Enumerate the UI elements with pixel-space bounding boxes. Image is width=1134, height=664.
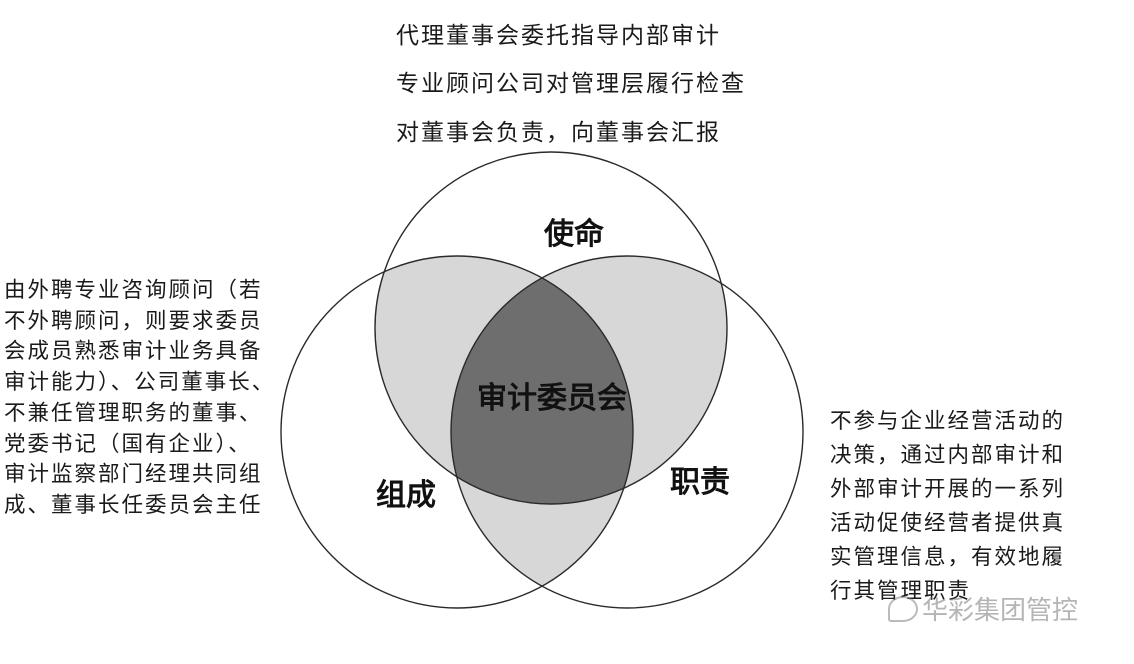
mission-line: 代理董事会委托指导内部审计: [396, 23, 721, 49]
duties-line: 决策，通过内部审计和: [830, 442, 1066, 468]
label-mission: 使命: [543, 217, 605, 252]
duties-description: 不参与企业经营活动的 决策，通过内部审计和 外部审计开展的一系列 活动促使经营者…: [830, 405, 1065, 609]
overlap-center: [451, 256, 633, 504]
composition-line: 党委书记（国有企业）、: [4, 431, 252, 457]
duties-line: 不参与企业经营活动的: [830, 409, 1066, 434]
label-duties: 职责: [670, 465, 730, 500]
composition-description: 由外聘专业咨询顾问（若 不外聘顾问，则要求委员 会成员熟悉审计业务具备 审计能力…: [4, 276, 275, 522]
composition-line: 由外聘专业咨询顾问（若: [4, 278, 263, 303]
composition-line: 审计监察部门经理共同组: [4, 462, 263, 488]
label-composition: 组成: [376, 478, 436, 513]
composition-line: 成、董事长任委员会主任: [4, 493, 263, 519]
duties-line: 实管理信息，有效地履: [830, 544, 1066, 570]
circle-composition: [280, 255, 634, 609]
composition-line: 审计能力）、公司董事长、: [4, 370, 276, 396]
watermark-text: 华彩集团管控: [922, 596, 1079, 626]
mission-line: 对董事会负责，向董事会汇报: [396, 119, 721, 146]
mission-description: 代理董事会委托指导内部审计 专业顾问公司对管理层履行检查 对董事会负责，向董事会…: [396, 12, 746, 157]
duties-line: 活动促使经营者提供真: [830, 510, 1066, 536]
mission-line: 专业顾问公司对管理层履行检查: [396, 71, 746, 98]
watermark: 华彩集团管控: [888, 590, 1078, 627]
duties-line: 外部审计开展的一系列: [830, 476, 1066, 502]
wechat-icon: [888, 596, 918, 622]
circle-mission: [374, 151, 728, 505]
composition-line: 不外聘顾问，则要求委员: [4, 308, 263, 334]
circle-duties: [450, 255, 804, 609]
composition-line: 会成员熟悉审计业务具备: [4, 339, 263, 365]
composition-line: 不兼任管理职务的董事、: [4, 400, 263, 426]
label-center: 审计委员会: [477, 381, 627, 416]
